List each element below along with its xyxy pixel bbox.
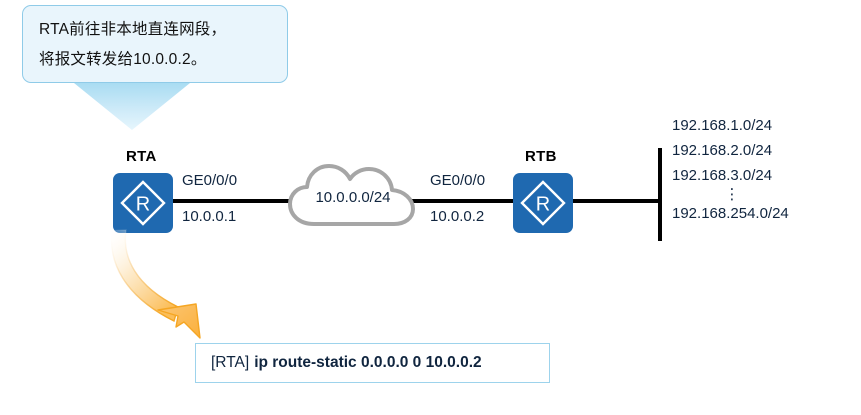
command-text: ip route-static 0.0.0.0 0 10.0.0.2 — [254, 354, 482, 371]
ip-label-rtb: 10.0.0.2 — [430, 208, 485, 225]
link-cloud-to-rtb — [410, 199, 516, 203]
link-rta-to-cloud — [172, 199, 294, 203]
router-icon: R — [520, 180, 566, 226]
router-icon-rtb[interactable]: R — [513, 173, 573, 233]
network-item: 192.168.2.0/24 — [672, 142, 773, 159]
network-item: 192.168.3.0/24 — [672, 167, 773, 184]
device-label-rtb: RTB — [525, 148, 557, 165]
svg-text:R: R — [536, 194, 550, 216]
cloud-label: 10.0.0.0/24 — [315, 189, 391, 206]
network-item: 192.168.1.0/24 — [672, 117, 773, 134]
command-prompt: [RTA] — [211, 354, 250, 371]
router-icon-rta[interactable]: R — [113, 173, 173, 233]
callout-line-2: 将报文转发给10.0.0.2。 — [39, 51, 207, 68]
orange-arrow-icon — [100, 228, 230, 346]
network-item: 192.168.254.0/24 — [672, 205, 789, 222]
device-label-rta: RTA — [126, 148, 157, 165]
network-list: 192.168.1.0/24 192.168.2.0/24 192.168.3.… — [672, 113, 792, 226]
curved-arrow-icon — [110, 229, 201, 339]
command-box: [RTA] ip route-static 0.0.0.0 0 10.0.0.2 — [195, 343, 550, 383]
ip-label-rta: 10.0.0.1 — [182, 208, 237, 225]
link-rtb-to-networks — [570, 199, 662, 203]
network-ellipsis: ⋮ — [724, 186, 740, 203]
svg-text:R: R — [136, 194, 150, 216]
callout-box: RTA前往非本地直连网段， 将报文转发给10.0.0.2。 — [22, 5, 288, 83]
network-bus-bar — [658, 148, 662, 241]
router-icon: R — [120, 180, 166, 226]
cloud-icon — [288, 164, 415, 226]
network-cloud — [286, 158, 418, 232]
interface-label-rta: GE0/0/0 — [182, 172, 238, 189]
callout-tail — [74, 83, 190, 130]
callout-line-1: RTA前往非本地直连网段， — [39, 21, 227, 38]
interface-label-rtb: GE0/0/0 — [430, 172, 486, 189]
